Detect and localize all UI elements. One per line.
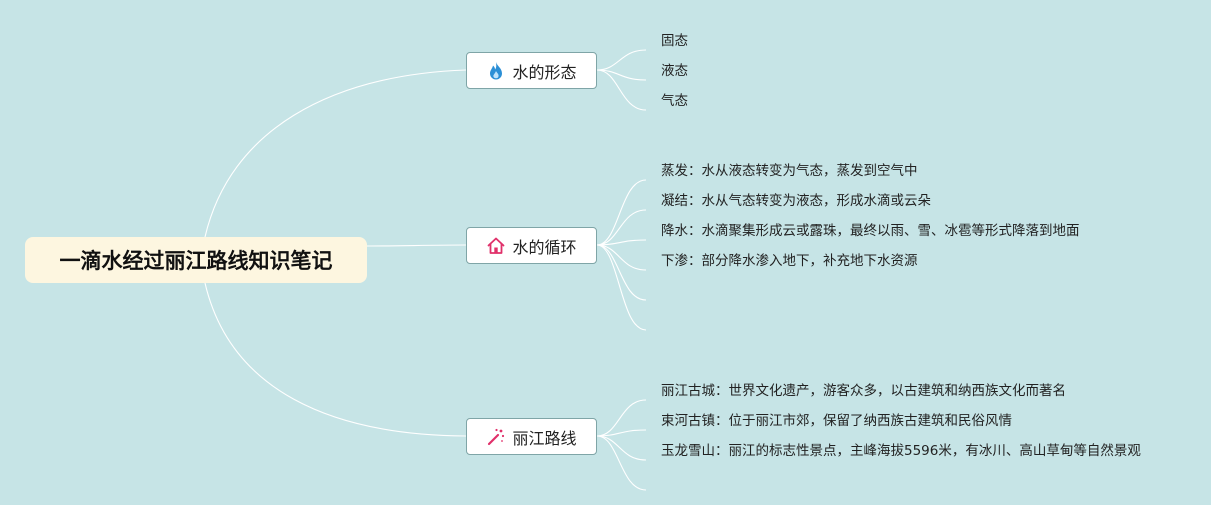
connector-leaf-1-5 (596, 244, 647, 331)
leaf-cycle-2[interactable]: 降水：水滴聚集形成云或露珠，最终以雨、雪、冰雹等形式降落到地面 (661, 223, 1080, 239)
connector-leaf-1-4 (596, 244, 647, 301)
branch-water-cycle[interactable]: 水的循环 (466, 227, 597, 264)
connector-root-cycle (366, 244, 467, 247)
connector-leaf-1-2 (596, 239, 647, 246)
leaf-forms-1[interactable]: 液态 (661, 63, 688, 79)
connector-leaf-2-2 (596, 435, 647, 461)
branch-water-forms[interactable]: 水的形态 (466, 52, 597, 89)
connector-leaf-1-1 (596, 209, 647, 246)
branch-label: 水的循环 (512, 237, 577, 257)
root-title: 一滴水经过丽江路线知识笔记 (59, 249, 333, 273)
branch-label: 水的形态 (512, 62, 577, 82)
leaf-route-2[interactable]: 玉龙雪山：丽江的标志性景点，主峰海拔5596米，有冰川、高山草甸等自然景观 (661, 443, 1141, 459)
connector-leaf-0-2 (596, 69, 647, 111)
connector-leaf-0-0 (596, 49, 647, 71)
root-node[interactable]: 一滴水经过丽江路线知识笔记 (25, 237, 367, 283)
branch-lijiang-route[interactable]: 丽江路线 (466, 418, 597, 455)
connector-root-route (204, 282, 467, 437)
leaf-forms-0[interactable]: 固态 (661, 33, 688, 49)
leaf-forms-2[interactable]: 气态 (661, 93, 688, 109)
leaf-route-0[interactable]: 丽江古城：世界文化遗产，游客众多，以古建筑和纳西族文化而著名 (661, 383, 1066, 399)
connector-leaf-2-1 (596, 429, 647, 437)
connector-root-forms (204, 69, 467, 238)
branch-label: 丽江路线 (512, 428, 577, 448)
leaf-cycle-1[interactable]: 凝结：水从气态转变为液态，形成水滴或云朵 (661, 193, 931, 209)
magic-wand-icon (486, 427, 506, 447)
leaf-route-1[interactable]: 束河古镇：位于丽江市郊，保留了纳西族古建筑和民俗风情 (661, 413, 1012, 429)
connector-leaf-2-3 (596, 435, 647, 491)
flame-icon (486, 61, 506, 81)
house-icon (486, 236, 506, 256)
connector-leaf-2-0 (596, 399, 647, 437)
connector-leaf-1-0 (596, 179, 647, 246)
leaf-cycle-0[interactable]: 蒸发：水从液态转变为气态，蒸发到空气中 (661, 163, 918, 179)
leaf-cycle-3[interactable]: 下渗：部分降水渗入地下，补充地下水资源 (661, 253, 918, 269)
